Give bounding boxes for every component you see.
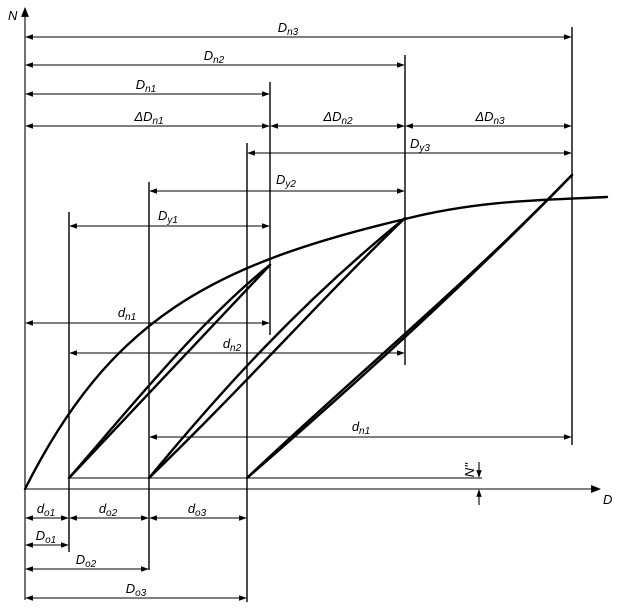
- label-Dy3: Dy3: [410, 136, 430, 154]
- cycle3-load-curve: [245, 173, 574, 480]
- cycle1-load-curve: [67, 263, 272, 480]
- label-do3: do3: [188, 501, 207, 519]
- label-do2: do2: [99, 501, 118, 519]
- label-Npp: N'': [462, 462, 477, 477]
- label-Dy1: Dy1: [158, 208, 178, 226]
- label-dDn2: ΔDn2: [322, 109, 353, 127]
- label-Dn1: Dn1: [136, 77, 157, 95]
- label-Dy2: Dy2: [276, 172, 296, 190]
- envelope-curve: [23, 195, 609, 491]
- label-dDn1: ΔDn1: [133, 109, 163, 127]
- label-Dn3: Dn3: [278, 20, 299, 38]
- x-axis-label: D: [603, 492, 612, 507]
- cycle2-unload-curve: [147, 216, 407, 480]
- label-Do2: Do2: [76, 552, 97, 570]
- cycle2-load-curve: [147, 216, 407, 480]
- y-axis-label: N: [8, 8, 18, 23]
- label-do1: do1: [37, 501, 55, 519]
- label-Do3: Do3: [126, 581, 147, 599]
- label-dn2: dn2: [223, 336, 242, 354]
- cycle1-unload-curve: [67, 263, 272, 480]
- label-dn1: dn1: [118, 305, 136, 323]
- label-dDn3: ΔDn3: [474, 109, 505, 127]
- label-Do1: Do1: [36, 528, 57, 546]
- label-Dn2: Dn2: [204, 48, 225, 66]
- label-dn1b: dn1: [352, 419, 370, 437]
